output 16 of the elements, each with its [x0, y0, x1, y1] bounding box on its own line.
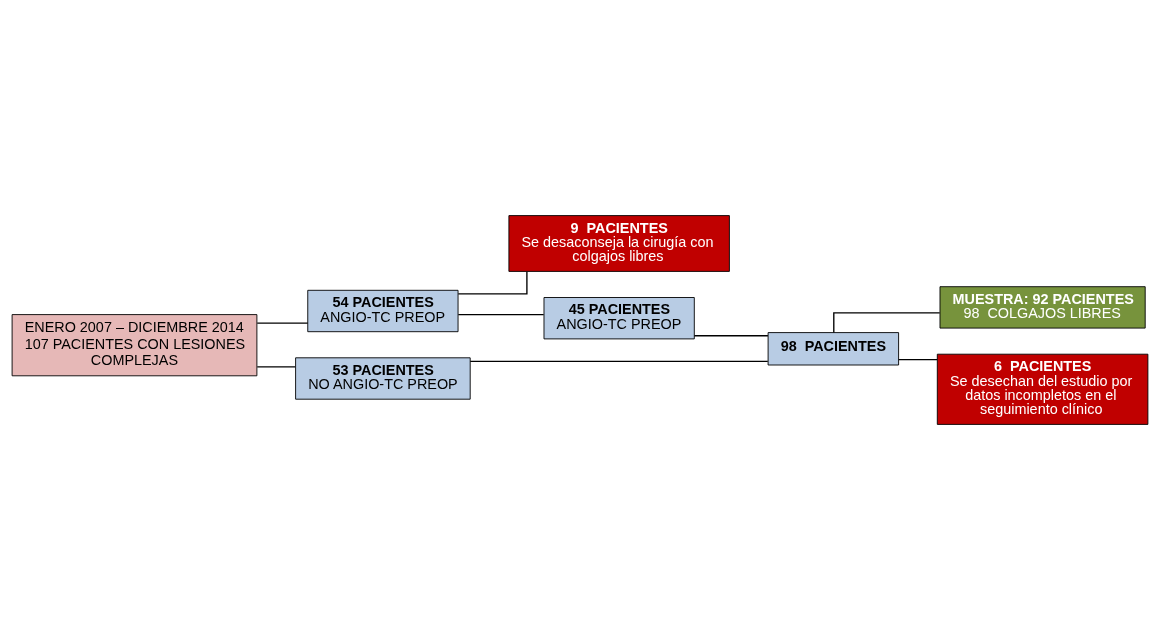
connector	[457, 270, 528, 295]
connector	[256, 365, 296, 367]
node-box: 9 PACIENTES Se desaconseja la cirugía con colgajos libres	[508, 214, 730, 272]
node-box: 54 PACIENTES ANGIO-TC PREOP	[307, 289, 459, 332]
node-box: 6 PACIENTES Se desechan del estudio por datos incompletos en el seguimiento clínico	[936, 353, 1149, 425]
connector	[898, 358, 938, 360]
connector	[469, 360, 769, 362]
connector	[693, 334, 769, 336]
node-box: 45 PACIENTES ANGIO-TC PREOP	[543, 296, 695, 339]
connector	[833, 311, 941, 333]
node-box: 53 PACIENTES NO ANGIO-TC PREOP	[295, 356, 471, 400]
connector	[457, 313, 545, 315]
node-box: MUESTRA: 92 PACIENTES 98 COLGAJOS LIBRES	[939, 285, 1146, 329]
node-box: ENERO 2007 – DICIEMBRE 2014 107 PACIENTES CON LESIONES COMPLEJAS	[11, 313, 258, 376]
connector	[256, 321, 309, 324]
node-box: 98 PACIENTES	[767, 331, 900, 365]
